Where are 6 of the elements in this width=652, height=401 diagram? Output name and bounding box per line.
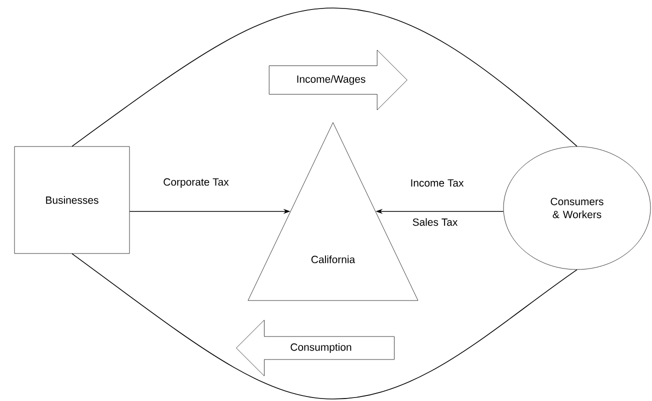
flow-curve [72,8,578,147]
flow-curve [72,253,578,400]
edge-label: Corporate Tax [164,178,229,188]
tax-label: Sales Tax [412,218,458,226]
edge-label: Income Tax [411,179,464,187]
business-box: Businesses [14,146,130,254]
